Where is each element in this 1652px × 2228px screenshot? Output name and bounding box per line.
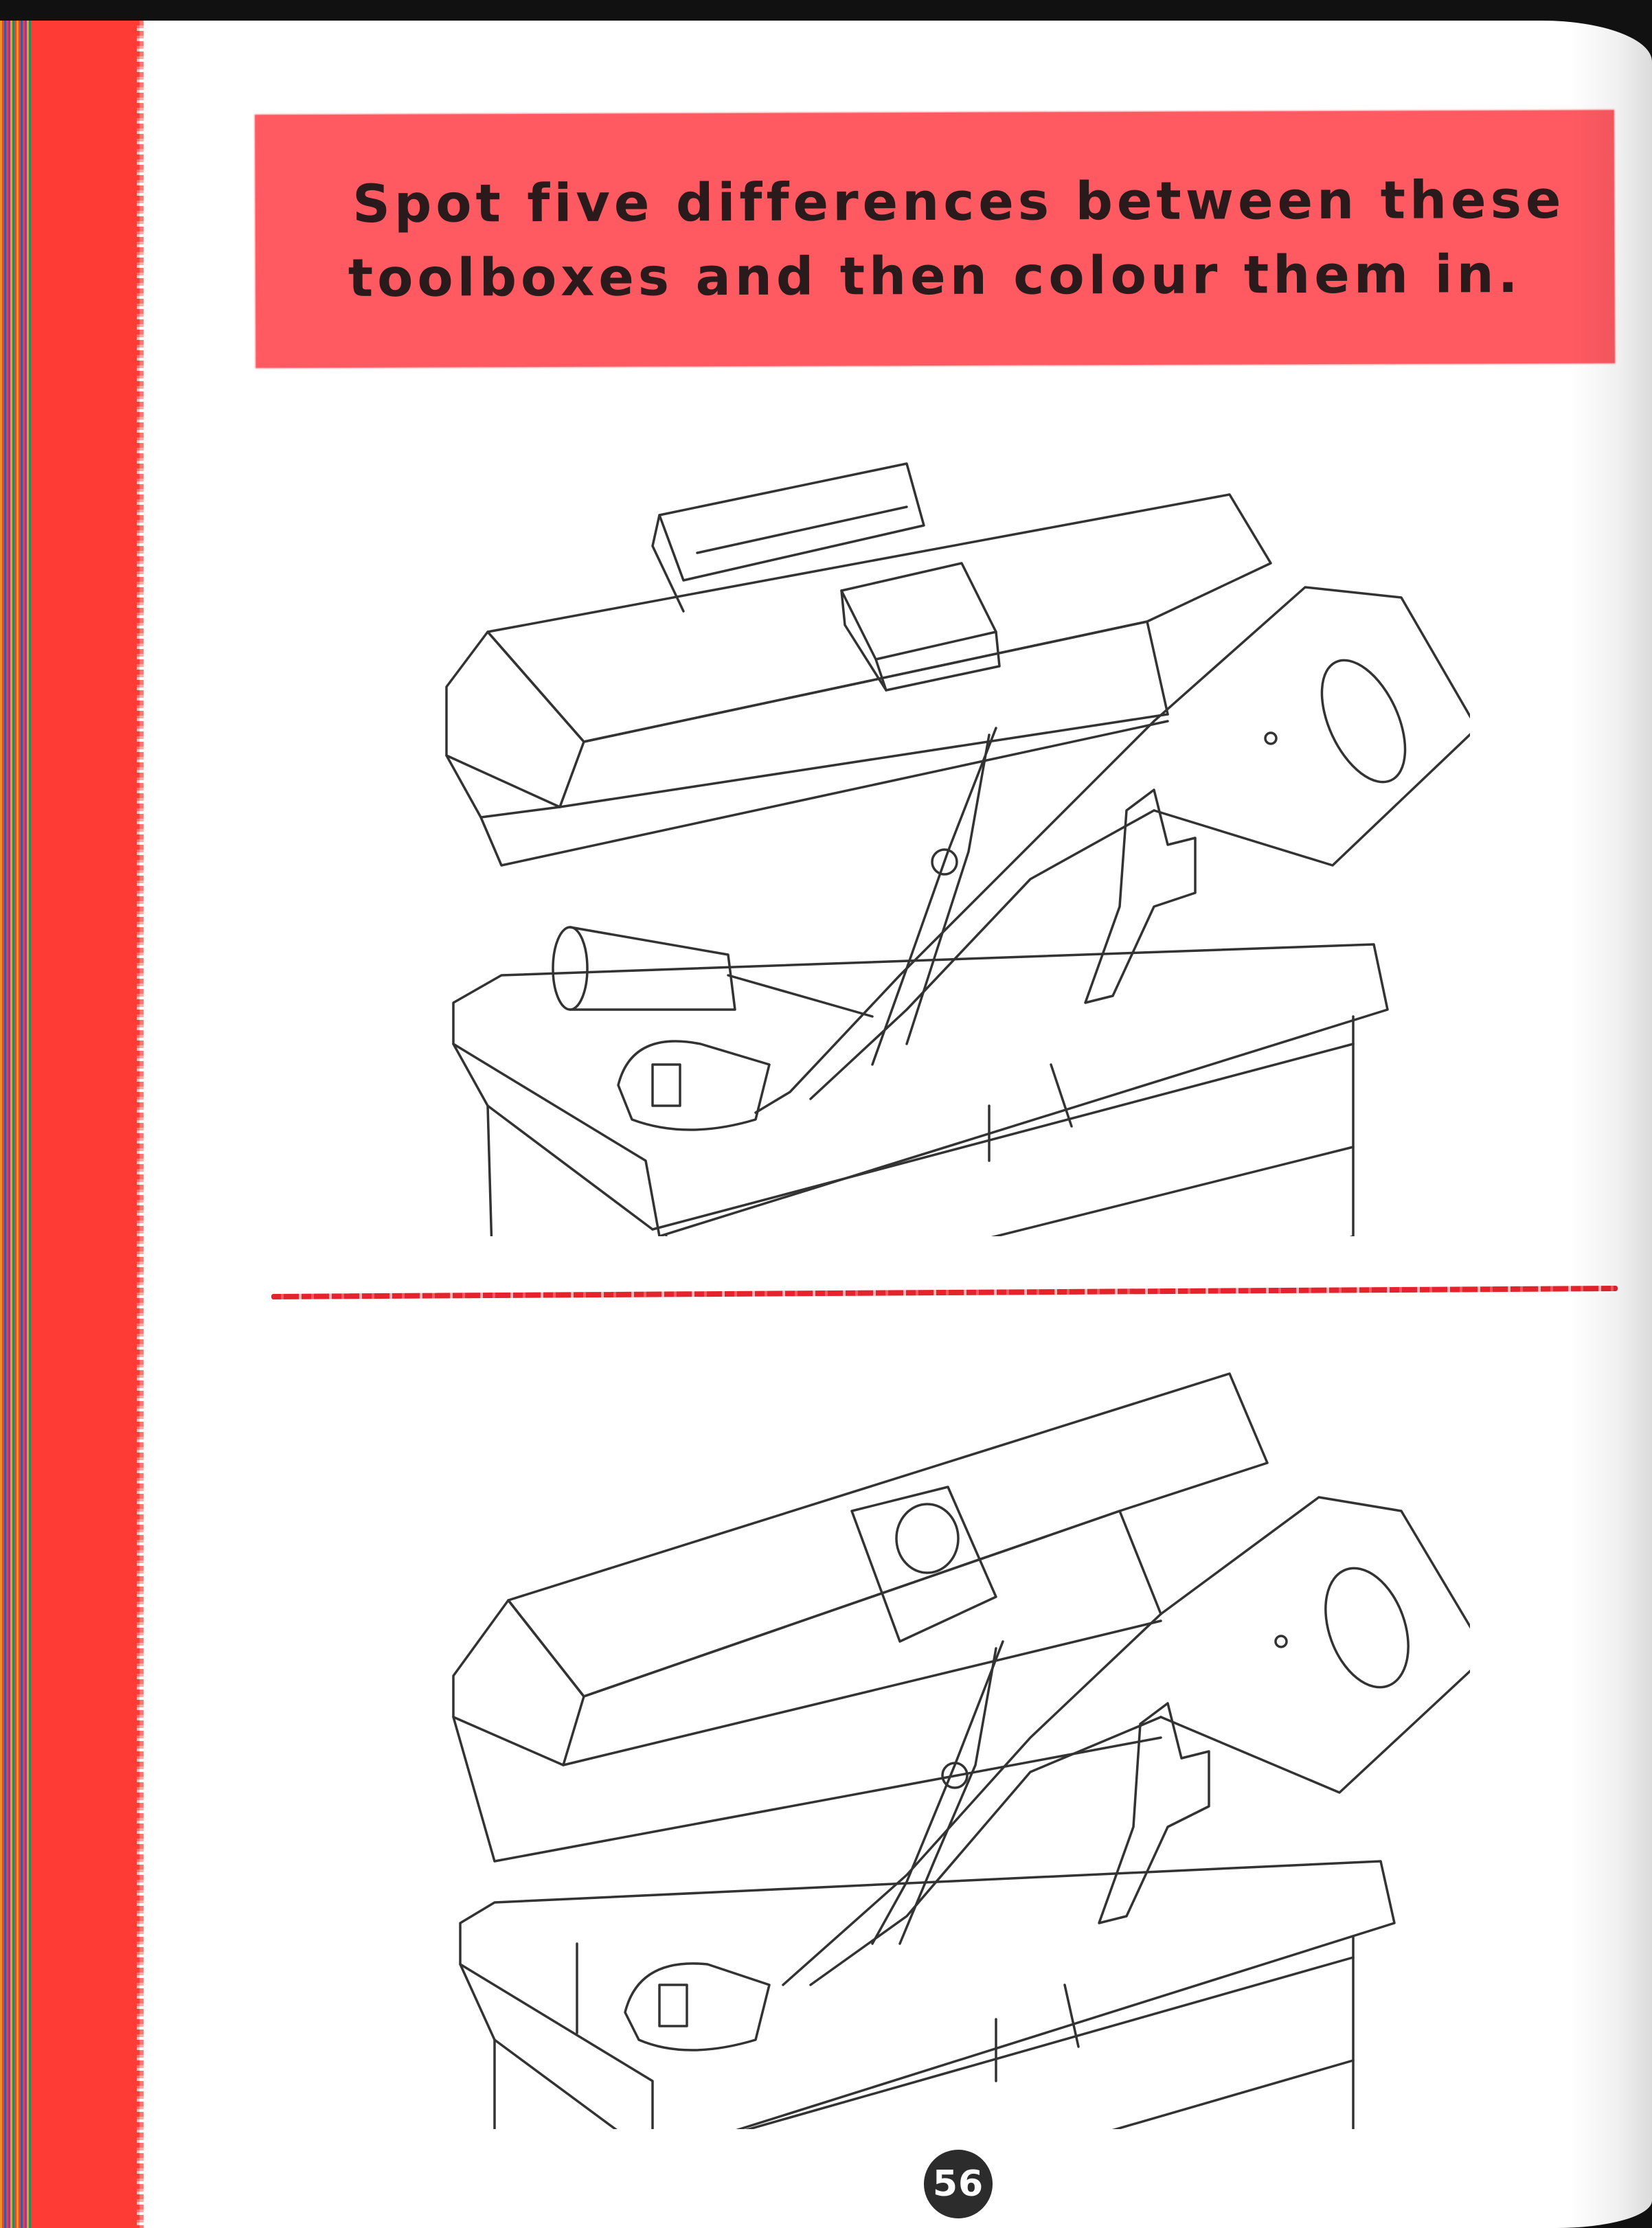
lid-icon bbox=[453, 1374, 1267, 1861]
lid-icon bbox=[446, 495, 1271, 865]
spanner-icon bbox=[1099, 1703, 1209, 1923]
toolbox-picture-bottom[interactable] bbox=[426, 1353, 1470, 2129]
pliers-icon bbox=[872, 1641, 1003, 1944]
page-edge-stripes bbox=[0, 21, 34, 2228]
instruction-banner: Spot five differences between these tool… bbox=[255, 110, 1615, 368]
screwdriver-icon bbox=[553, 927, 872, 1016]
lid-latch-keyhole-icon bbox=[852, 1487, 996, 1641]
tape-measure-icon bbox=[618, 1041, 769, 1130]
box-body-icon bbox=[460, 1861, 1394, 2129]
red-side-strip bbox=[33, 21, 144, 2228]
pliers-icon bbox=[872, 728, 996, 1065]
tape-measure-icon bbox=[625, 1964, 769, 2050]
page-number-badge: 56 bbox=[924, 2150, 993, 2218]
handle-icon bbox=[653, 464, 924, 611]
box-body-icon bbox=[453, 944, 1388, 1236]
saw-icon bbox=[783, 1497, 1470, 1985]
toolbox-drawing-bottom bbox=[426, 1353, 1470, 2129]
spanner-icon bbox=[1085, 790, 1195, 1003]
lid-latch-icon bbox=[841, 563, 999, 690]
toolbox-drawing-top bbox=[426, 426, 1470, 1236]
instruction-line-2: toolboxes and then colour them in. bbox=[348, 243, 1522, 308]
page-number: 56 bbox=[932, 2163, 984, 2205]
section-divider bbox=[271, 1286, 1618, 1299]
instruction-line-1: Spot five differences between these bbox=[352, 168, 1565, 234]
saw-icon bbox=[756, 587, 1470, 1113]
book-page: Spot five differences between these tool… bbox=[0, 21, 1652, 2228]
toolbox-picture-top[interactable] bbox=[426, 426, 1470, 1236]
